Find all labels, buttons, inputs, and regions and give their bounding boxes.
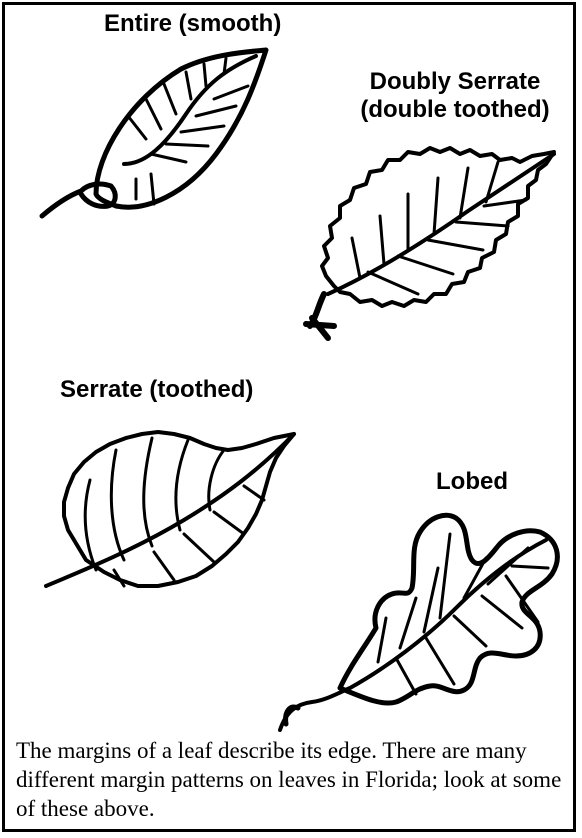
doubly-serrate-label-line2: (double toothed) (340, 96, 570, 124)
doubly-serrate-leaf-illustration (288, 146, 566, 346)
entire-leaf-label: Entire (smooth) (104, 10, 281, 38)
lobed-leaf-label: Lobed (436, 468, 508, 496)
entire-leaf-illustration (36, 44, 276, 224)
serrate-leaf-illustration (44, 430, 304, 610)
doubly-serrate-leaf-label: Doubly Serrate (double toothed) (340, 68, 570, 124)
lobed-leaf-illustration (276, 498, 566, 732)
serrate-leaf-label: Serrate (toothed) (60, 376, 253, 404)
figure-caption: The margins of a leaf describe its edge.… (16, 736, 572, 823)
doubly-serrate-label-line1: Doubly Serrate (340, 68, 570, 96)
